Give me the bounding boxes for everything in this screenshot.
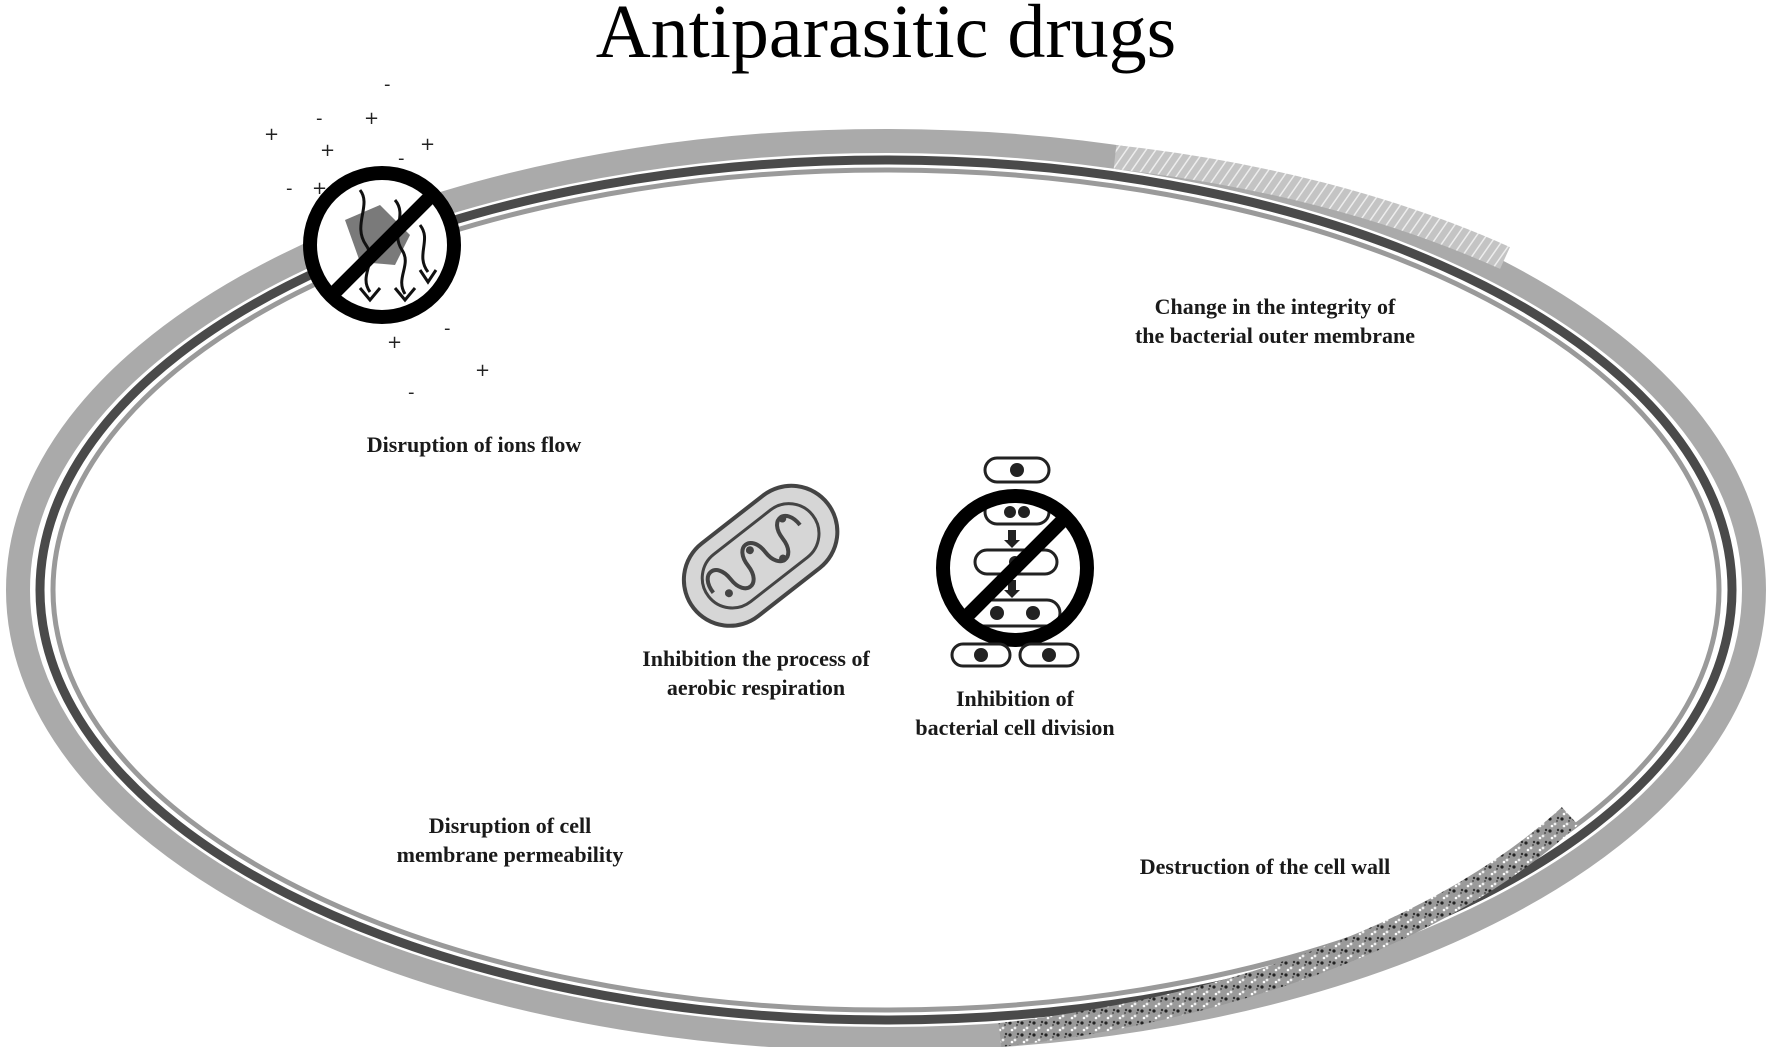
prohibited-cell-division-icon xyxy=(936,456,1094,668)
cell-wall xyxy=(6,129,1766,1047)
charge-symbol: + xyxy=(387,332,403,353)
label-membrane-permeability: Disruption of cell membrane permeability xyxy=(396,813,624,867)
diagram-title: Antiparasitic drugs xyxy=(595,0,1177,74)
destroyed-cell-wall-region xyxy=(998,807,1579,1047)
charge-symbol: + xyxy=(420,134,436,155)
label-cell-division: Inhibition of bacterial cell division xyxy=(915,686,1115,740)
label-cell-wall: Destruction of the cell wall xyxy=(1139,854,1391,879)
charge-symbol: + xyxy=(475,360,491,381)
charge-symbol: - xyxy=(316,108,323,129)
charge-symbol: + xyxy=(264,124,280,145)
inner-membrane-line xyxy=(50,167,1722,1013)
prohibited-ion-channel-icon xyxy=(303,166,461,324)
charge-symbol: - xyxy=(408,382,415,403)
charge-symbol: - xyxy=(384,74,391,95)
charge-symbol: - xyxy=(286,178,293,199)
charge-symbol: - xyxy=(398,148,405,169)
cell-membrane xyxy=(35,155,1737,1025)
damaged-outer-membrane-region xyxy=(1113,145,1510,269)
charge-symbol: + xyxy=(320,140,336,161)
label-aerobic-respiration: Inhibition the process of aerobic respir… xyxy=(642,646,870,700)
charge-symbol: - xyxy=(444,318,451,339)
charge-symbol: + xyxy=(312,178,328,199)
charge-symbol: + xyxy=(364,108,380,129)
label-ions-flow: Disruption of ions flow xyxy=(366,432,582,457)
membrane-pores xyxy=(183,778,576,969)
mitochondrion-icon xyxy=(681,483,840,628)
label-outer-membrane: Change in the integrity of the bacterial… xyxy=(1134,294,1416,348)
